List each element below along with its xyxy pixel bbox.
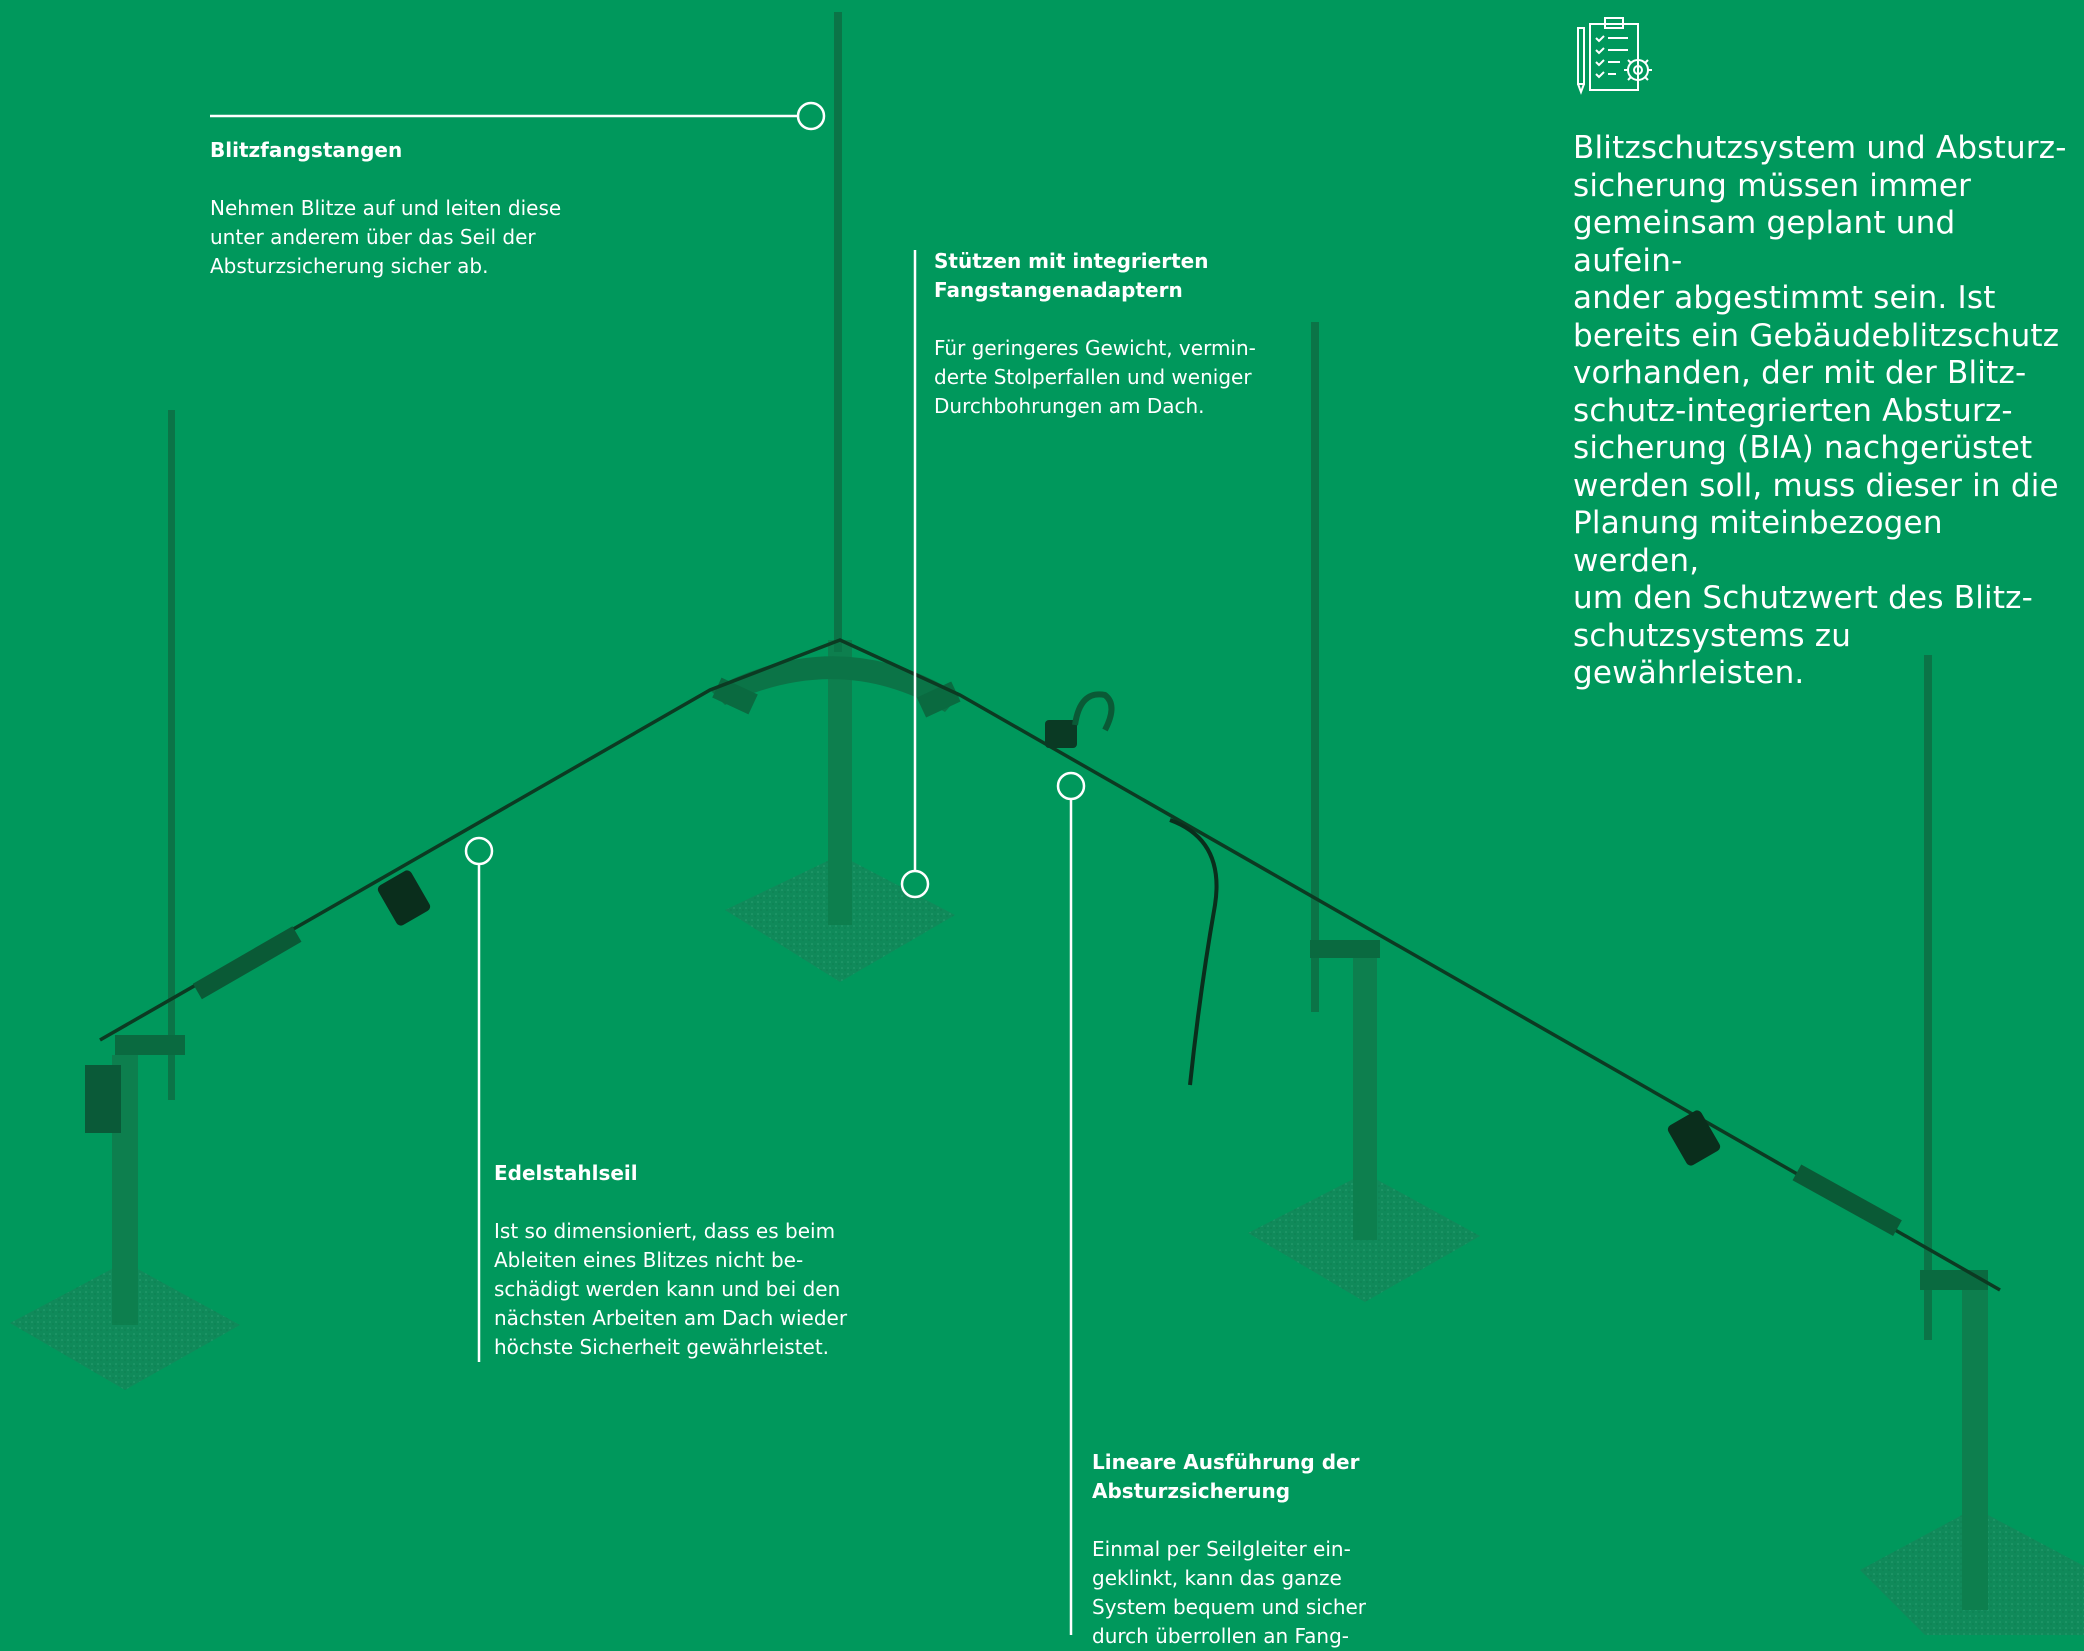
absorber-right — [1667, 1110, 1721, 1166]
callout-blitzfangstangen: Blitzfangstangen Nehmen Blitze auf und l… — [210, 136, 630, 281]
glider-shackle — [1072, 691, 1115, 732]
far-right-bracket — [1920, 1270, 1988, 1290]
energy-absorbers — [377, 870, 1721, 1166]
callout-connectors — [210, 101, 1086, 1635]
center-bracket — [710, 656, 960, 712]
rod-left — [168, 410, 175, 1100]
marker-linear — [1056, 771, 1086, 801]
base-plate-left — [10, 1262, 240, 1390]
post-far-right — [1962, 1280, 1988, 1610]
glider-body — [1045, 720, 1077, 748]
lightning-rods — [168, 12, 1932, 1340]
marker-blitzfangstangen — [796, 101, 826, 131]
callout-linear: Lineare Ausführung der Absturzsicherung … — [1092, 1448, 1392, 1651]
callout-body: Für geringeres Gewicht, vermin- derte St… — [934, 336, 1256, 418]
left-bracket — [115, 1035, 185, 1055]
rope-glider — [1045, 691, 1115, 748]
callout-body: Ist so dimensioniert, dass es beim Ablei… — [494, 1219, 848, 1359]
callout-title: Stützen mit integrierten Fangstangenadap… — [934, 249, 1209, 302]
right-bracket — [1310, 940, 1380, 958]
side-brackets — [85, 940, 1988, 1290]
down-conductor-cable — [1169, 818, 1219, 1086]
tensioner-left — [192, 926, 302, 1000]
post-center — [828, 640, 852, 925]
cable-tensioners — [192, 926, 1902, 1236]
tensioner-right — [1792, 1164, 1902, 1236]
callout-title: Lineare Ausführung der Absturzsicherung — [1092, 1450, 1360, 1503]
callout-title: Blitzfangstangen — [210, 138, 403, 162]
callout-edelstahlseil: Edelstahlseil Ist so dimensioniert, dass… — [494, 1159, 894, 1362]
marker-stuetzen — [900, 869, 930, 899]
checklist-gear-icon — [1577, 17, 1652, 95]
callout-body: Einmal per Seilgleiter ein- geklinkt, ka… — [1092, 1537, 1367, 1648]
callout-body: Nehmen Blitze auf und leiten diese unter… — [210, 196, 562, 278]
stainless-steel-cable — [99, 638, 2001, 1292]
intro-paragraph: Blitzschutzsystem und Absturz- sicherung… — [1573, 130, 2067, 691]
callout-stuetzen: Stützen mit integrierten Fangstangenadap… — [934, 247, 1294, 421]
post-right — [1353, 945, 1377, 1240]
absorber-left — [377, 870, 431, 926]
left-sign — [85, 1065, 121, 1133]
base-plates — [10, 855, 2084, 1635]
marker-edelstahlseil — [464, 836, 494, 866]
rod-center — [834, 12, 842, 652]
rod-right — [1311, 322, 1319, 1012]
center-bracket-left-clamp — [712, 677, 758, 715]
callout-title: Edelstahlseil — [494, 1161, 638, 1185]
rod-far-right — [1924, 655, 1932, 1340]
